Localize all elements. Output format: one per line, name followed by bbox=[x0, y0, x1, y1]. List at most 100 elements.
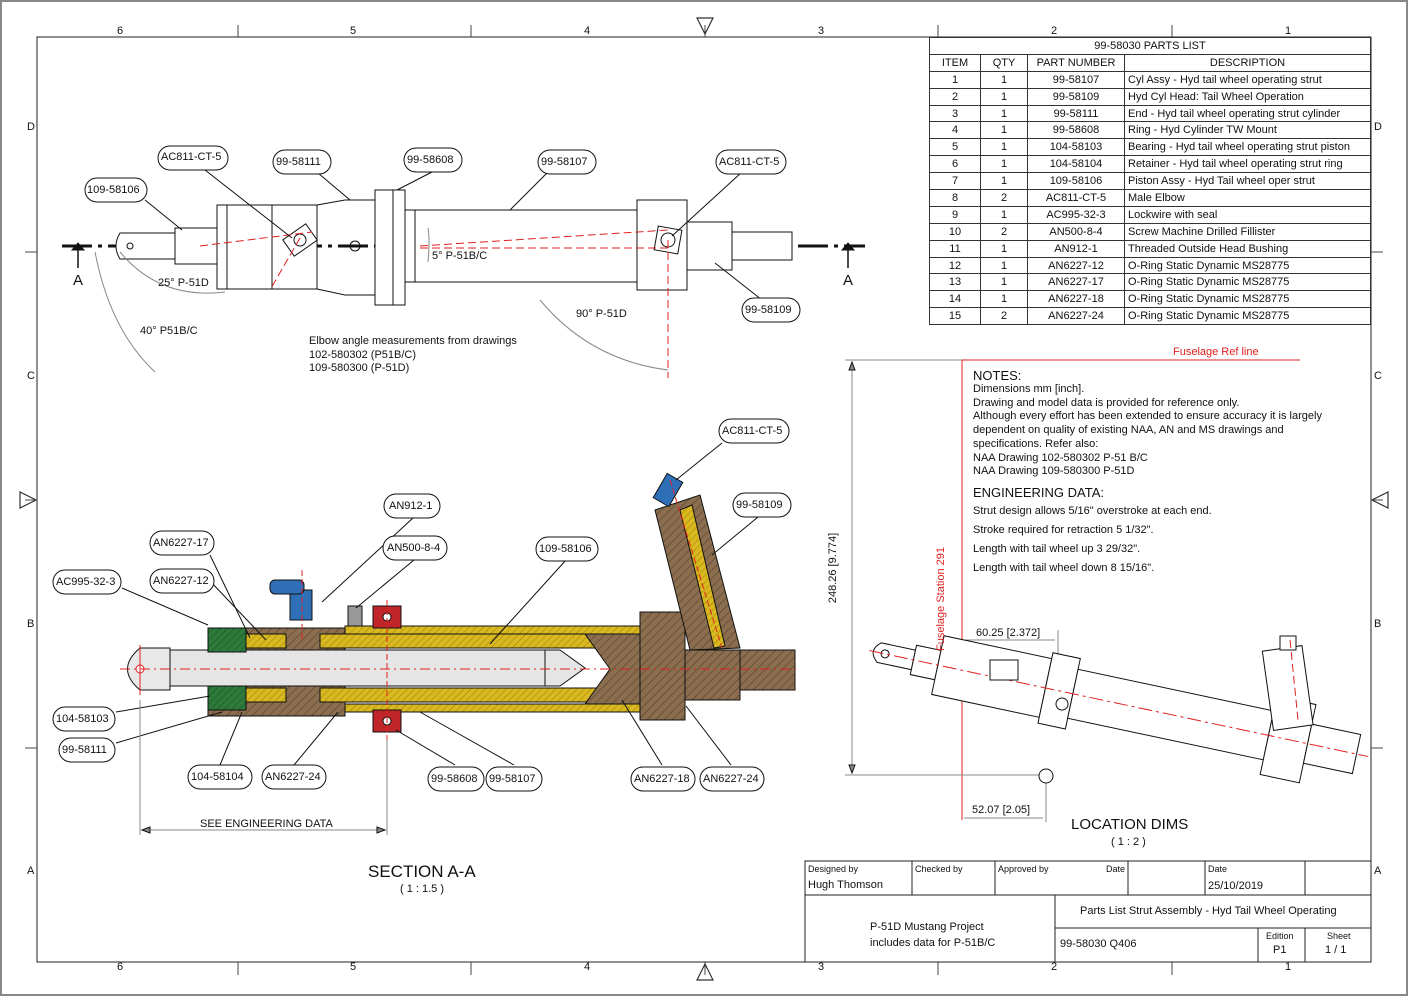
callout-label: AC811-CT-5 bbox=[719, 156, 780, 168]
parts-qty: 1 bbox=[980, 205, 1028, 224]
section-scale: ( 1 : 1.5 ) bbox=[400, 883, 445, 895]
elbow-note-line: Elbow angle measurements from drawings bbox=[309, 335, 517, 347]
sheet-value: 1 / 1 bbox=[1325, 944, 1347, 956]
parts-item: 4 bbox=[929, 121, 981, 140]
top-callout-bubbles bbox=[84, 145, 801, 323]
angle-label: 5° P-51B/C bbox=[432, 250, 488, 262]
col-label: 3 bbox=[818, 961, 825, 973]
parts-qty: 1 bbox=[980, 273, 1028, 292]
parts-number: AN6227-18 bbox=[1027, 290, 1125, 309]
parts-description: Lockwire with seal bbox=[1124, 205, 1371, 224]
engineering-line: Length with tail wheel down 8 15/16". bbox=[973, 561, 1155, 574]
notes-line: dependent on quality of existing NAA, AN… bbox=[973, 424, 1284, 437]
parts-number: 109-58106 bbox=[1027, 172, 1125, 191]
angle-label: 40° P51B/C bbox=[140, 325, 198, 337]
parts-qty: 1 bbox=[980, 104, 1028, 123]
col-label: 2 bbox=[1051, 25, 1058, 37]
parts-header: DESCRIPTION bbox=[1124, 53, 1371, 72]
parts-description: Male Elbow bbox=[1124, 189, 1371, 207]
dimension-label: SEE ENGINEERING DATA bbox=[200, 818, 333, 830]
parts-description: Threaded Outside Head Bushing bbox=[1124, 239, 1371, 258]
section-marker-left: A bbox=[73, 272, 84, 289]
parts-qty: 1 bbox=[980, 239, 1028, 258]
col-label: 6 bbox=[117, 25, 124, 37]
engineering-line: Strut design allows 5/16" overstroke at … bbox=[973, 504, 1212, 517]
col-label: 4 bbox=[584, 25, 591, 37]
row-label: B bbox=[1374, 618, 1382, 630]
project-line: P-51D Mustang Project bbox=[870, 921, 984, 933]
parts-qty: 2 bbox=[980, 222, 1028, 241]
notes-line: Dimensions mm [inch]. bbox=[973, 383, 1085, 395]
notes-block: NOTES: Dimensions mm [inch]. Drawing and… bbox=[973, 368, 1363, 578]
row-label: B bbox=[27, 618, 35, 630]
engineering-line: Length with tail wheel up 3 29/32". bbox=[973, 542, 1141, 555]
parts-qty: 1 bbox=[980, 172, 1028, 191]
notes-line: NAA Drawing 109-580300 P-51D bbox=[973, 465, 1135, 478]
row-label: A bbox=[1374, 865, 1382, 877]
callout-label: AN500-8-4 bbox=[387, 542, 441, 554]
approved-by-label: Approved by bbox=[998, 864, 1049, 874]
vertical-dimension: 248.26 [9.774] bbox=[827, 532, 840, 604]
col-label: 1 bbox=[1285, 961, 1292, 973]
parts-number: 99-58608 bbox=[1027, 121, 1125, 140]
date-label: Date bbox=[1106, 864, 1126, 874]
project-line: includes data for P-51B/C bbox=[870, 937, 996, 949]
angle-label: 25° P-51D bbox=[158, 277, 209, 289]
callout-label: 99-58109 bbox=[745, 304, 792, 316]
zone-ticks bbox=[25, 25, 1383, 975]
col-label: 5 bbox=[350, 961, 357, 973]
parts-number: AN6227-12 bbox=[1027, 256, 1125, 275]
location-title: LOCATION DIMS bbox=[1071, 816, 1189, 833]
parts-qty: 1 bbox=[980, 256, 1028, 275]
drawing-title: Parts List Strut Assembly - Hyd Tail Whe… bbox=[1080, 905, 1337, 917]
drawing-number: 99-58030 Q406 bbox=[1060, 938, 1137, 950]
notes-title: NOTES: bbox=[973, 368, 1022, 383]
parts-description: Hyd Cyl Head: Tail Wheel Operation bbox=[1124, 87, 1371, 106]
fuselage-station-label: Fuselage Station 291 bbox=[934, 547, 947, 651]
parts-number: AN912-1 bbox=[1027, 239, 1125, 258]
angle-label: 90° P-51D bbox=[576, 308, 627, 320]
parts-description: O-Ring Static Dynamic MS28775 bbox=[1124, 307, 1371, 326]
callout-label: AC811-CT-5 bbox=[722, 425, 783, 437]
parts-number: 104-58104 bbox=[1027, 155, 1125, 174]
parts-item: 14 bbox=[929, 290, 981, 309]
parts-header: QTY bbox=[980, 53, 1028, 72]
parts-description: O-Ring Static Dynamic MS28775 bbox=[1124, 273, 1371, 292]
parts-qty: 2 bbox=[980, 307, 1028, 326]
bottom-dimension: 52.07 [2.05] bbox=[972, 804, 1031, 816]
parts-header: PART NUMBER bbox=[1027, 53, 1125, 72]
date-value: 25/10/2019 bbox=[1208, 880, 1264, 892]
parts-number: AN500-8-4 bbox=[1027, 222, 1125, 241]
engineering-line: Stroke required for retraction 5 1/32". bbox=[973, 523, 1154, 536]
parts-item: 15 bbox=[929, 307, 981, 326]
sheet-label: Sheet bbox=[1327, 931, 1351, 941]
edition-value: P1 bbox=[1273, 944, 1287, 956]
top-dimension: 60.25 [2.372] bbox=[976, 627, 1041, 639]
callout-label: AN6227-24 bbox=[265, 771, 321, 783]
top-view bbox=[62, 169, 865, 378]
parts-number: AN6227-17 bbox=[1027, 273, 1125, 292]
parts-qty: 1 bbox=[980, 155, 1028, 174]
parts-description: Piston Assy - Hyd Tail wheel oper strut bbox=[1124, 172, 1371, 191]
parts-description: O-Ring Static Dynamic MS28775 bbox=[1124, 290, 1371, 309]
notes-line: Drawing and model data is provided for r… bbox=[973, 396, 1240, 409]
parts-item: 9 bbox=[929, 205, 981, 224]
fuselage-ref-label: Fuselage Ref line bbox=[1173, 346, 1259, 358]
parts-description: Screw Machine Drilled Fillister bbox=[1124, 222, 1371, 241]
row-label: C bbox=[1374, 370, 1382, 382]
parts-item: 5 bbox=[929, 138, 981, 157]
parts-description: Bearing - Hyd tail wheel operating strut… bbox=[1124, 138, 1371, 157]
parts-number: AC811-CT-5 bbox=[1027, 189, 1125, 207]
callout-label: AN912-1 bbox=[389, 500, 433, 512]
parts-item: 2 bbox=[929, 87, 981, 106]
